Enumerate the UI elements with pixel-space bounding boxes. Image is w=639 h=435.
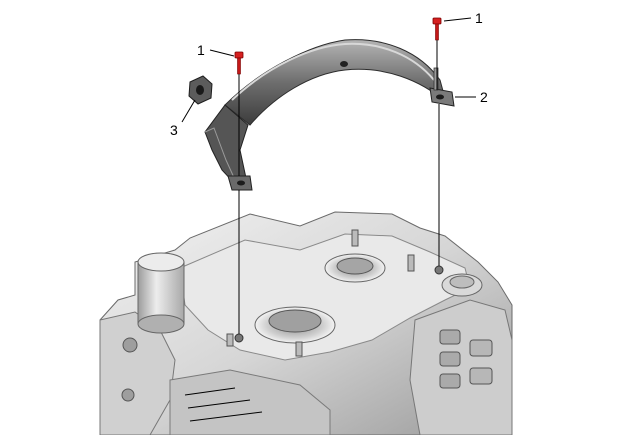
callout-1-right: 1 (475, 10, 483, 26)
bolt-left (234, 51, 244, 75)
callout-1-left: 1 (197, 42, 205, 58)
leader-lines (181, 17, 476, 123)
cylinder-component (137, 252, 185, 334)
bolt-right (432, 17, 442, 41)
left-mount-hole (234, 333, 244, 343)
alignment-guides (238, 40, 440, 334)
callout-2: 2 (480, 89, 488, 105)
bracket (204, 39, 455, 191)
lower-bore (254, 306, 336, 344)
deck-studs (226, 229, 415, 357)
right-mount-hole (434, 265, 444, 275)
hex-nut (188, 75, 213, 105)
upper-bore (324, 253, 386, 283)
callout-3: 3 (170, 122, 178, 138)
